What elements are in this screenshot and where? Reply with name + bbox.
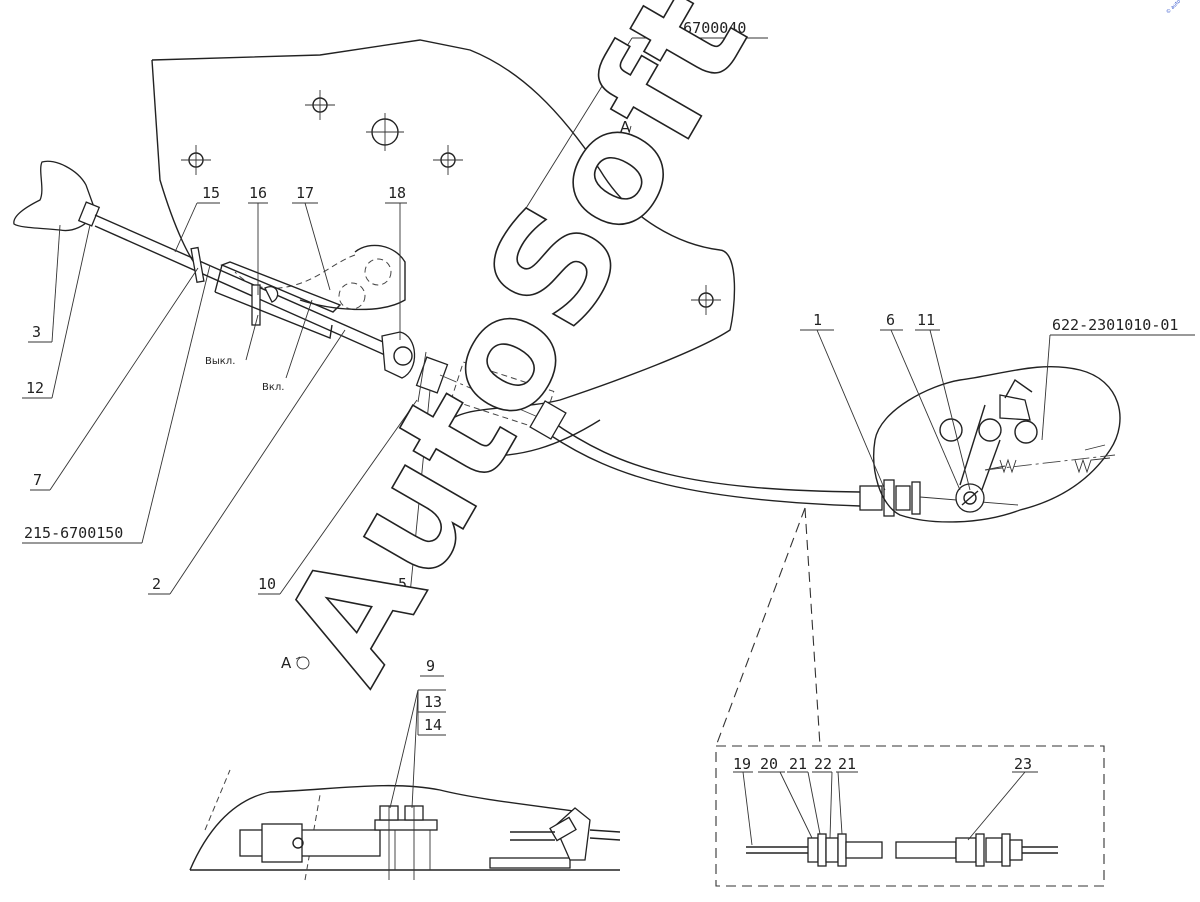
label-part-2: 2 bbox=[152, 575, 161, 593]
label-part-16: 16 bbox=[249, 184, 267, 202]
label-part-11: 11 bbox=[917, 311, 935, 329]
label-part-21a: 21 bbox=[789, 755, 807, 773]
handle-lever bbox=[13, 160, 449, 403]
label-part-19: 19 bbox=[733, 755, 751, 773]
view-a-arrow bbox=[623, 125, 634, 150]
label-part-12: 12 bbox=[26, 379, 44, 397]
panel-holes bbox=[181, 90, 721, 315]
label-view-a: А bbox=[281, 654, 292, 672]
label-part-15: 15 bbox=[202, 184, 220, 202]
label-off-position: Выкл. bbox=[205, 356, 235, 367]
springs bbox=[984, 444, 1116, 474]
label-on-position: Вкл. bbox=[262, 382, 284, 393]
label-view-a-arrow: А bbox=[620, 118, 631, 136]
label-part-13: 13 bbox=[424, 693, 442, 711]
corner-stamp: © auto bbox=[1164, 0, 1182, 15]
fuel-pump-lever-detail bbox=[873, 365, 1121, 523]
cable-end-detail bbox=[715, 507, 1105, 887]
control-cable bbox=[439, 361, 1019, 517]
label-part-22: 22 bbox=[814, 755, 832, 773]
label-part-10: 10 bbox=[258, 575, 276, 593]
label-assembly-622: 622-2301010-01 bbox=[1052, 316, 1178, 334]
label-part-1: 1 bbox=[813, 311, 822, 329]
label-part-20: 20 bbox=[760, 755, 778, 773]
leader-lines bbox=[22, 37, 1195, 846]
view-a-detail bbox=[189, 769, 621, 881]
part-labels: 320Р-6700040 622-2301010-01 215-6700150 … bbox=[24, 19, 1178, 773]
label-part-18: 18 bbox=[388, 184, 406, 202]
label-part-17: 17 bbox=[296, 184, 314, 202]
label-part-3: 3 bbox=[32, 323, 41, 341]
label-part-6: 6 bbox=[886, 311, 895, 329]
label-part-7: 7 bbox=[33, 471, 42, 489]
label-part-21b: 21 bbox=[838, 755, 856, 773]
label-part-23: 23 bbox=[1014, 755, 1032, 773]
label-assembly-320p: 320Р-6700040 bbox=[638, 19, 746, 37]
label-part-5: 5 bbox=[398, 575, 407, 593]
label-part-14: 14 bbox=[424, 716, 442, 734]
label-part-9: 9 bbox=[426, 657, 435, 675]
view-a-rotation-symbol bbox=[295, 656, 310, 670]
watermark: AutoSoft bbox=[250, 0, 782, 708]
label-assembly-215: 215-6700150 bbox=[24, 524, 123, 542]
